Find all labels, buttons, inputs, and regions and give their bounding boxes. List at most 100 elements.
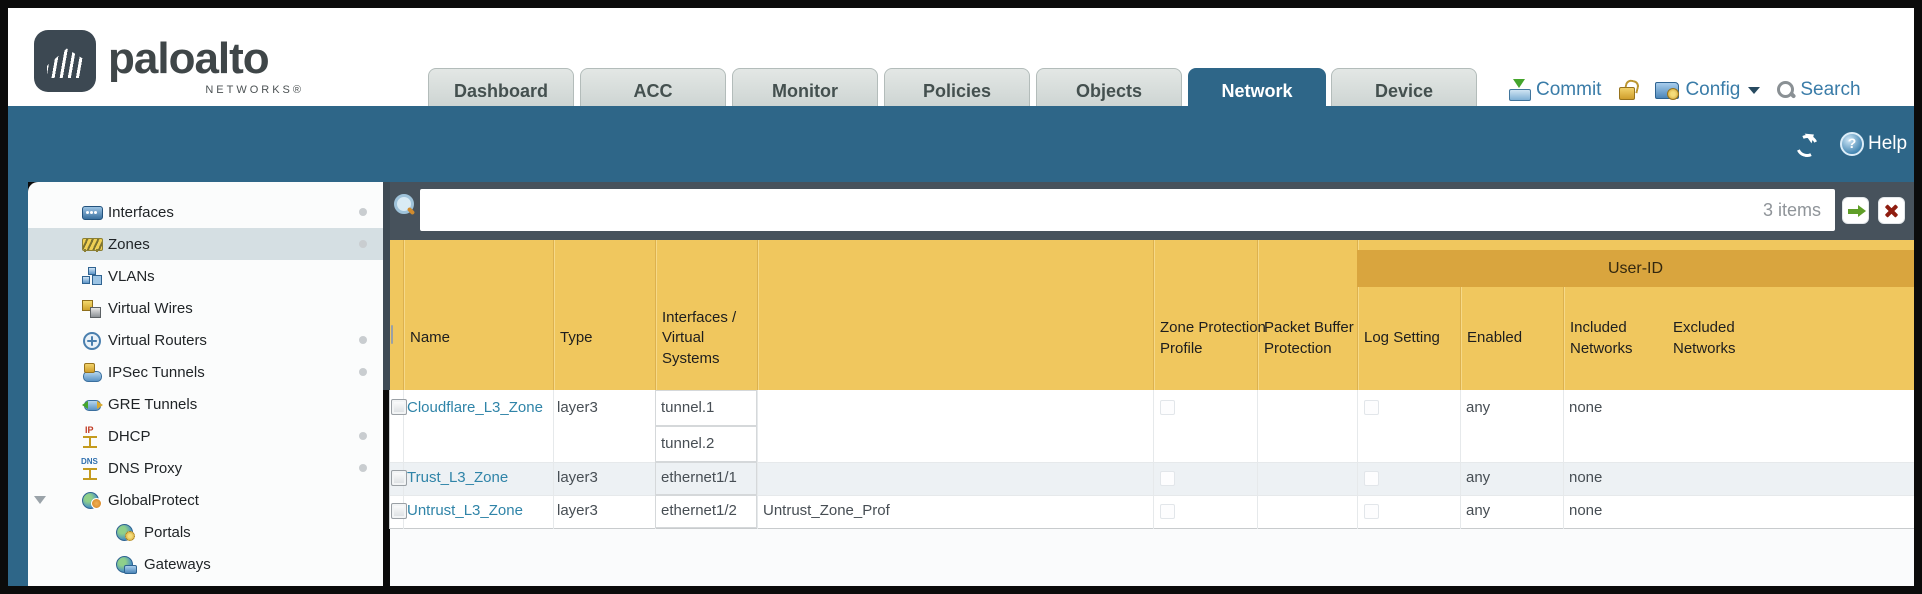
sidebar-item-globalprotect[interactable]: GlobalProtect — [28, 484, 383, 516]
packet-buffer-checkbox — [1160, 471, 1175, 486]
col-header-name[interactable]: Name — [410, 329, 451, 347]
help-control[interactable]: Help — [1840, 132, 1907, 156]
brand-name: paloalto — [108, 34, 270, 83]
sidebar-item-zones[interactable]: Zones — [28, 228, 383, 260]
sidebar-item-portals[interactable]: Portals — [28, 516, 383, 548]
global-actions: Commit Config Search — [1508, 74, 1861, 106]
sidebar-item-ipsec-tunnels[interactable]: IPSec Tunnels — [28, 356, 383, 388]
zone-type: layer3 — [557, 502, 598, 519]
gateways-icon — [116, 555, 137, 574]
filter-search-icon — [394, 194, 416, 220]
dhcp-icon — [82, 425, 102, 448]
interfaces-icon — [82, 203, 103, 221]
zone-name-link[interactable]: Cloudflare_L3_Zone — [407, 399, 543, 416]
virtual-routers-icon — [82, 331, 102, 350]
col-header-interfaces[interactable]: Interfaces / Virtual Systems — [662, 309, 737, 367]
col-header-zone-protection-profile[interactable]: Zone Protection Profile — [1160, 319, 1266, 357]
zones-table-body: Cloudflare_L3_Zone layer3 tunnel.1 tunne… — [390, 390, 1914, 529]
col-header-log-setting[interactable]: Log Setting — [1364, 329, 1440, 347]
col-header-included-networks[interactable]: Included Networks — [1570, 319, 1633, 357]
sidebar-item-dhcp[interactable]: DHCP — [28, 420, 383, 452]
global-search-button[interactable]: Search — [1800, 79, 1861, 100]
zone-name-link[interactable]: Untrust_L3_Zone — [407, 502, 523, 519]
unlock-icon[interactable] — [1619, 80, 1637, 100]
gre-tunnels-icon — [82, 395, 103, 413]
packet-buffer-checkbox — [1160, 504, 1175, 519]
zones-icon — [82, 235, 103, 253]
status-dot — [359, 240, 367, 248]
sidebar-main-divider — [383, 182, 390, 390]
interface-cell — [655, 390, 757, 426]
enabled-checkbox — [1364, 400, 1379, 415]
network-sidebar: Interfaces Zones VLANs Virtual Wires Vir… — [28, 182, 383, 586]
zone-type: layer3 — [557, 469, 598, 486]
enabled-checkbox — [1364, 504, 1379, 519]
table-left-border — [389, 390, 390, 529]
virtual-wires-icon — [82, 299, 102, 318]
commit-button[interactable]: Commit — [1536, 79, 1602, 100]
zone-protection-profile: Untrust_Zone_Prof — [763, 502, 890, 519]
sidebar-item-vlans[interactable]: VLANs — [28, 260, 383, 292]
interface-value: tunnel.2 — [661, 435, 715, 452]
included-networks: any — [1466, 399, 1491, 416]
column-headers: Name Type Interfaces / Virtual Systems Z… — [390, 287, 1914, 390]
brand-sub: NETWORKS® — [205, 84, 304, 96]
commit-icon — [1508, 79, 1531, 101]
sidebar-item-gre-tunnels[interactable]: GRE Tunnels — [28, 388, 383, 420]
chevron-down-icon[interactable] — [34, 496, 46, 504]
enabled-checkbox — [1364, 471, 1379, 486]
packet-buffer-checkbox — [1160, 400, 1175, 415]
ipsec-tunnels-icon — [82, 363, 102, 382]
select-all-checkbox[interactable] — [391, 325, 393, 344]
green-arrow-icon — [1848, 205, 1866, 217]
row-checkbox[interactable] — [391, 399, 407, 415]
help-label[interactable]: Help — [1868, 133, 1908, 154]
config-caret-icon[interactable] — [1748, 86, 1761, 94]
row-checkbox[interactable] — [391, 503, 407, 519]
zone-name-link[interactable]: Trust_L3_Zone — [407, 469, 509, 486]
excluded-networks: none — [1569, 469, 1603, 486]
sidebar-gutter — [8, 106, 28, 586]
user-id-group-header: User-ID — [1357, 250, 1914, 287]
interface-value: ethernet1/1 — [661, 469, 737, 486]
sidebar-item-dns-proxy[interactable]: DNS Proxy — [28, 452, 383, 484]
config-menu[interactable]: Config — [1685, 79, 1741, 100]
interface-cell — [655, 495, 757, 528]
clear-filter-button[interactable] — [1878, 197, 1905, 224]
section-band: Help — [8, 106, 1914, 182]
interface-cell — [655, 426, 757, 462]
zones-table-header: User-ID Name Type Interfaces / Virtual S… — [390, 240, 1914, 390]
status-dot — [359, 336, 367, 344]
config-folder-icon — [1655, 80, 1680, 100]
excluded-networks: none — [1569, 399, 1603, 416]
filter-bar: 3 items — [390, 182, 1914, 240]
row-checkbox[interactable] — [391, 470, 407, 486]
sidebar-nav-list: Interfaces Zones VLANs Virtual Wires Vir… — [28, 196, 383, 580]
filter-input[interactable] — [420, 189, 1835, 231]
content-background — [390, 529, 1914, 586]
global-search-icon — [1776, 80, 1796, 100]
col-header-excluded-networks[interactable]: Excluded Networks — [1673, 319, 1736, 357]
paloalto-logo-icon — [34, 30, 96, 92]
dns-proxy-icon — [81, 457, 102, 480]
logo-wave-bars — [47, 48, 83, 78]
status-dot — [359, 368, 367, 376]
top-header: paloalto NETWORKS® Dashboard ACC Monitor… — [8, 8, 1914, 126]
included-networks: any — [1466, 469, 1491, 486]
col-header-enabled[interactable]: Enabled — [1467, 329, 1523, 347]
portals-icon — [116, 523, 136, 541]
sidebar-item-gateways[interactable]: Gateways — [28, 548, 383, 580]
interface-value: ethernet1/2 — [661, 502, 737, 519]
included-networks: any — [1466, 502, 1491, 519]
refresh-icon[interactable] — [1794, 133, 1816, 160]
excluded-networks: none — [1569, 502, 1603, 519]
interface-value: tunnel.1 — [661, 399, 715, 416]
sidebar-item-virtual-routers[interactable]: Virtual Routers — [28, 324, 383, 356]
sidebar-item-virtual-wires[interactable]: Virtual Wires — [28, 292, 383, 324]
help-icon[interactable] — [1840, 132, 1864, 156]
apply-filter-button[interactable] — [1842, 197, 1869, 224]
col-header-packet-buffer-protection[interactable]: Packet Buffer Protection — [1264, 319, 1354, 357]
sidebar-item-interfaces[interactable]: Interfaces — [28, 196, 383, 228]
col-header-type[interactable]: Type — [560, 329, 593, 347]
